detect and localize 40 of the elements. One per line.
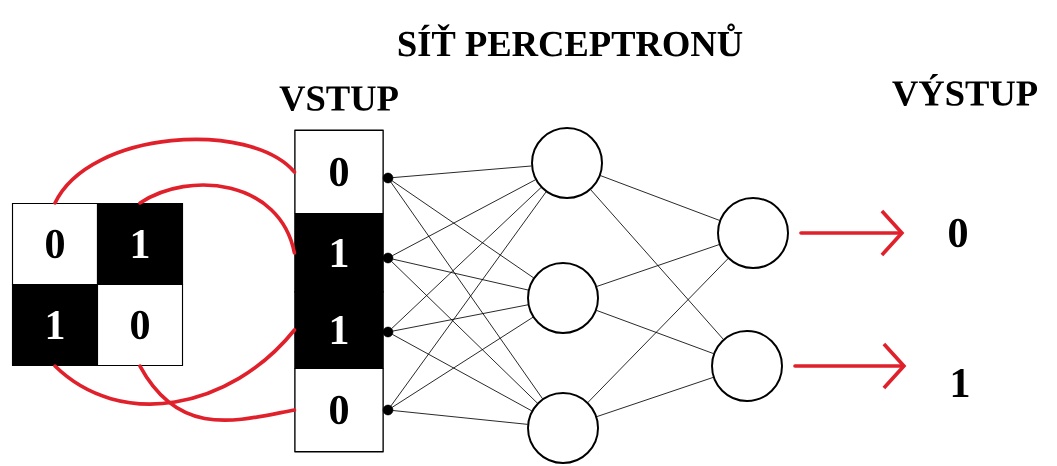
connection-line: [392, 316, 534, 408]
grid-cell: 1: [11, 283, 99, 367]
output-value: 1: [952, 369, 969, 397]
connection-line: [392, 258, 529, 291]
connection-line: [596, 377, 714, 417]
wire: [138, 183, 297, 255]
grid-cell: 1: [294, 290, 384, 370]
connection-line: [587, 258, 729, 403]
connection-line: [392, 165, 532, 178]
neuron-circle: [531, 127, 603, 199]
grid-cell: 0: [11, 202, 99, 286]
connection-line: [596, 244, 720, 287]
grid-cell: 1: [294, 213, 384, 293]
title: SÍŤ PERCEPTRONŮ: [398, 23, 743, 57]
node-label: VSTUP: [279, 86, 398, 112]
connection-line: [392, 304, 529, 332]
heading: VÝSTUP: [892, 74, 1038, 106]
neuron-circle: [527, 262, 599, 334]
connection-line: [392, 179, 536, 256]
grid-cell: 0: [294, 367, 384, 453]
connection-line: [391, 261, 538, 404]
neuron-circle: [711, 330, 783, 402]
arrow: [793, 342, 907, 390]
connection-line: [391, 187, 542, 329]
connection-line: [590, 189, 724, 340]
neuron-circle: [527, 392, 599, 464]
grid-cell: 0: [96, 283, 184, 367]
connection-line: [392, 410, 528, 425]
connection-line: [392, 334, 532, 412]
output-value: 0: [949, 218, 967, 248]
grid-cell: 0: [294, 129, 384, 215]
grid-cell: 1: [96, 202, 184, 286]
wire: [53, 137, 297, 205]
connection-line: [391, 180, 534, 279]
arrow: [799, 209, 905, 257]
wire: [138, 364, 297, 423]
wire: [53, 328, 297, 406]
connection-line: [596, 310, 714, 354]
neuron-circle: [717, 197, 789, 269]
connection-line: [600, 175, 720, 221]
